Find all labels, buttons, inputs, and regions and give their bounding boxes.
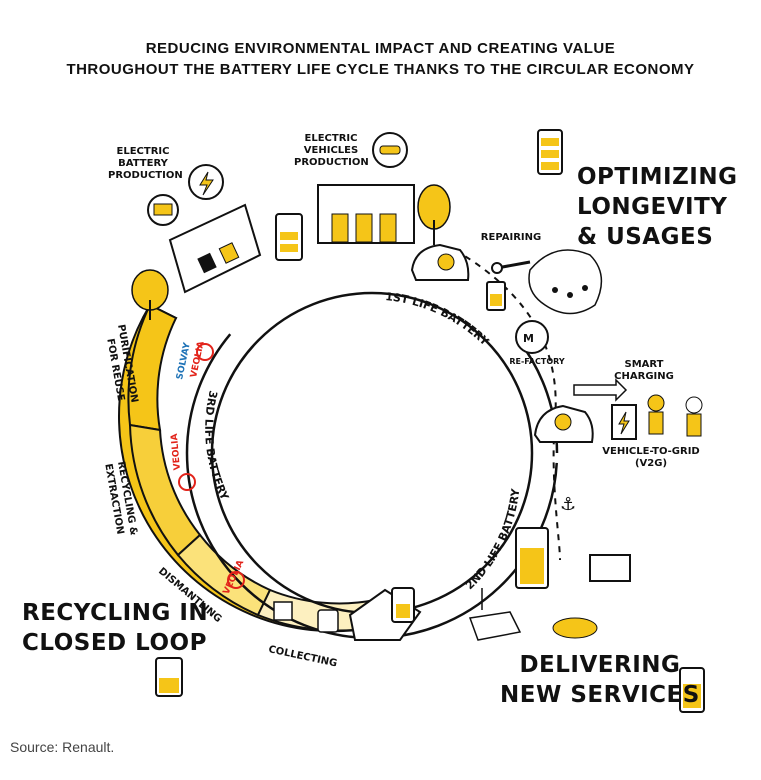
source-note: Source: Renault. [10,739,115,755]
v2g-label: VEHICLE-TO-GRID (V2G) [596,446,706,470]
vehicle-production-label: ELECTRIC VEHICLES PRODUCTION [294,133,369,169]
battery-factory-illustration [168,203,262,294]
services-heading: DELIVERING NEW SERVICES [500,650,700,710]
services-heading-line-2: NEW SERVICES [500,682,700,708]
recycling-heading-line-1: RECYCLING IN [22,600,209,626]
v2g-label-line-1: VEHICLE-TO-GRID [602,446,700,457]
recycling-band [118,303,377,633]
recycling-heading-line-2: CLOSED LOOP [22,630,207,656]
title-line-2: THROUGHOUT THE BATTERY LIFE CYCLE THANKS… [66,61,695,78]
collecting-label: COLLECTING [267,644,338,669]
solvay-veolia-logo [178,343,245,589]
charging-station-icon [573,378,637,440]
first-life-ring-label: 1ST LIFE BATTERY [385,290,492,349]
battery-production-label-line-3: PRODUCTION [108,170,183,181]
electric-car-icon [410,243,631,582]
repairing-label: REPAIRING [480,232,542,243]
lightning-bubble-icon [147,164,224,226]
svg-text:M: M [523,332,534,345]
anchor-icon: ⚓ [560,494,576,515]
longevity-heading: OPTIMIZING LONGEVITY & USAGES [577,162,737,252]
battery-production-label-line-1: ELECTRIC [116,146,170,157]
recycling-heading: RECYCLING IN CLOSED LOOP [22,598,208,658]
refactory-label: RE-FACTORY [509,357,565,366]
v2g-label-line-2: (V2G) [634,458,668,469]
longevity-heading-line-2: LONGEVITY [577,194,728,220]
battery-production-label-line-2: BATTERY [118,158,168,169]
battery-production-label: ELECTRIC BATTERY PRODUCTION [108,146,183,182]
collecting-items-icon [273,601,339,633]
vehicle-production-label-line-2: VEHICLES [303,145,359,156]
renewable-energy-icon [468,588,598,641]
services-heading-line-1: DELIVERING [519,652,681,678]
vehicle-production-label-line-3: PRODUCTION [294,157,369,168]
wrench-icon [491,260,531,274]
vehicle-production-label-line-1: ELECTRIC [304,133,358,144]
people-icon [647,394,703,437]
europe-map-icon [528,249,603,315]
longevity-heading-line-1: OPTIMIZING [577,164,738,190]
service-route [454,249,561,561]
vehicle-factory-illustration [317,184,415,244]
car-bubble-icon [372,132,408,168]
longevity-heading-line-3: & USAGES [577,224,714,250]
veolia-logo-2: VEOLIA [170,433,183,471]
refactory-icon: M [515,320,549,354]
smart-charging-label: SMART CHARGING [614,359,674,382]
title-line-1: REDUCING ENVIRONMENTAL IMPACT AND CREATI… [145,40,616,57]
third-life-ring-label: 3RD LIFE BATTERY [202,389,232,503]
dismantled-battery-icon [348,587,422,641]
battery-icon [155,129,705,713]
second-life-ring-label: 2ND LIFE BATTERY [463,487,522,592]
tree-icon [131,184,451,320]
